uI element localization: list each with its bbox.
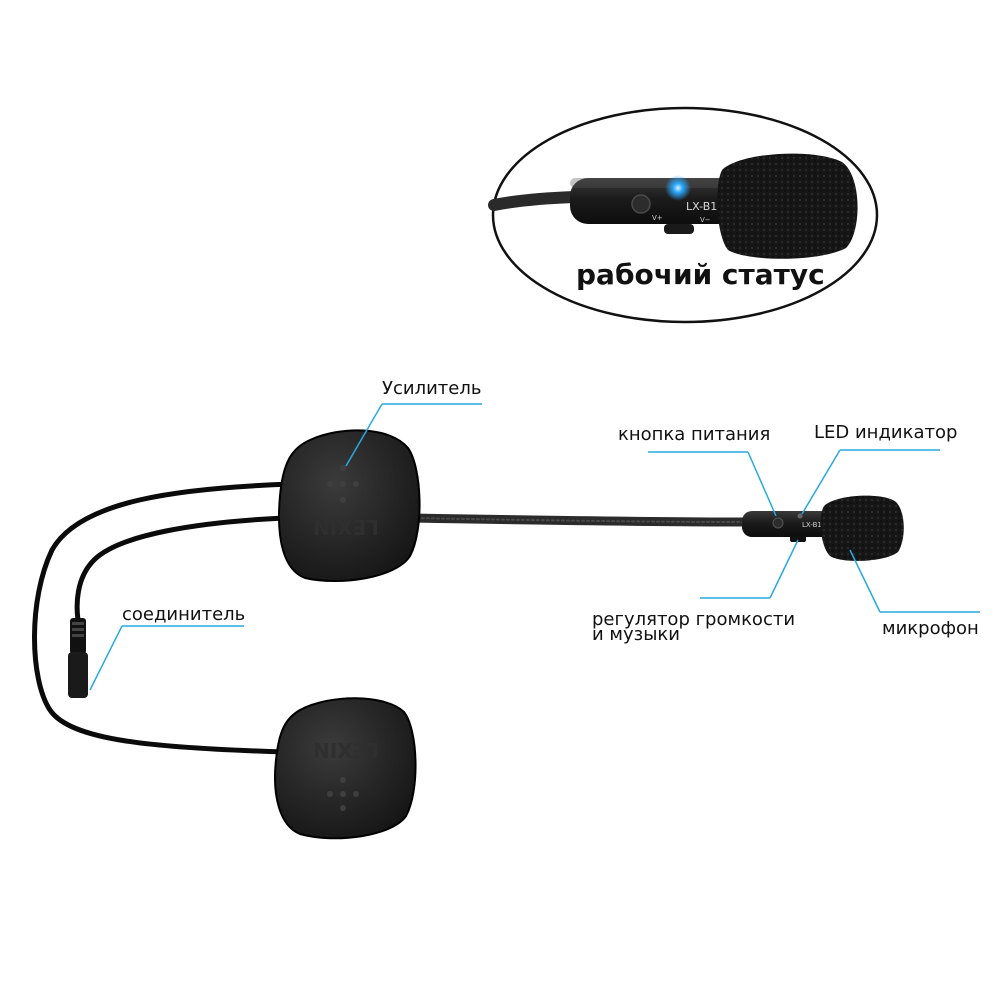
label-led-indicator: LED индикатор xyxy=(814,422,958,443)
callout-led-glow-icon xyxy=(665,175,691,201)
callout-foam-windscreen xyxy=(717,153,858,259)
callout-model-text: LX-B1 xyxy=(686,200,717,213)
power-button-icon xyxy=(772,517,784,529)
connector-plug xyxy=(68,618,88,698)
label-volume-control: регулятор громкости и музыки xyxy=(592,609,796,645)
speaker-top: LEXIN xyxy=(278,429,421,583)
label-amplifier: Усилитель xyxy=(382,378,482,399)
callout-volume-rocker-icon xyxy=(664,224,694,234)
label-connector: соединитель xyxy=(122,604,246,625)
callout-lines xyxy=(89,403,980,691)
speaker-bottom-brand: LEXIN xyxy=(313,738,379,762)
label-power-button: кнопка питания xyxy=(618,424,771,445)
label-microphone: микрофон xyxy=(882,618,979,639)
speaker-bottom: LEXIN xyxy=(274,697,417,840)
callout-vminus-text: V− xyxy=(700,216,711,224)
cables xyxy=(32,481,753,755)
status-label: рабочий статус xyxy=(576,258,825,291)
mic-foam-windscreen xyxy=(820,495,904,561)
speaker-top-brand: LEXIN xyxy=(313,515,379,539)
callout-power-button-icon xyxy=(631,194,651,214)
callout-vplus-text: V+ xyxy=(652,214,663,222)
led-indicator-icon xyxy=(797,513,803,519)
callout-mic-body xyxy=(570,178,740,224)
mic-model-text: LX-B1 xyxy=(802,521,822,529)
microphone-unit: LX-B1 xyxy=(742,495,904,561)
status-callout: LX-B1 V+ V− рабочий статус xyxy=(488,106,879,324)
volume-rocker-icon xyxy=(790,536,806,542)
